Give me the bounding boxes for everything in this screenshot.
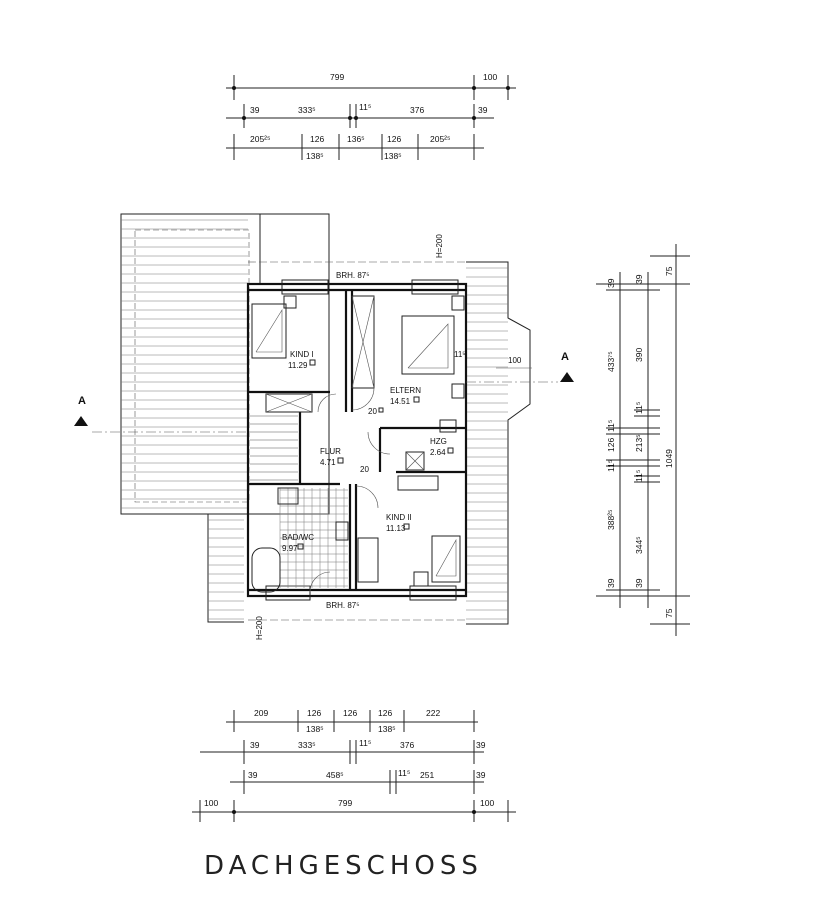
section-label-left: A — [78, 395, 86, 407]
dim-bot2-333: 333⁵ — [298, 740, 316, 750]
dim-bot-209: 209 — [254, 708, 268, 718]
dim-right-mid-39b: 39 — [606, 578, 616, 588]
h200-bottom: H=200 — [255, 616, 264, 640]
dim-top-39b: 39 — [478, 105, 488, 115]
dim-bot3-251: 251 — [420, 770, 434, 780]
dim-bot4-100a: 100 — [204, 798, 218, 808]
dim-right-in-39b: 39 — [634, 578, 644, 588]
dim-top-136: 136⁵ — [347, 134, 365, 144]
dim-bot2-39b: 39 — [476, 740, 486, 750]
dim-top-333: 333⁵ — [298, 105, 316, 115]
dim-right-75b: 75 — [664, 608, 674, 618]
dim-top-11: 11⁵ — [359, 102, 371, 112]
dim-bot-222: 222 — [426, 708, 440, 718]
dim-bot4-100b: 100 — [480, 798, 494, 808]
door-swings — [309, 387, 391, 593]
section-label-right: A — [561, 351, 569, 363]
top-dimensions: 799 100 39 333⁵ 11⁵ 376 39 205²⁵ 126 136… — [226, 72, 516, 161]
room-name-eltern: ELTERN — [390, 386, 421, 395]
dim-bot-126a: 126 — [307, 708, 321, 718]
dim-bot-126c: 126 — [378, 708, 392, 718]
plan-title: DACHGESCHOSS — [204, 851, 483, 881]
dim-right-in-39a: 39 — [634, 274, 644, 284]
dim-top-126a: 126 — [310, 134, 324, 144]
dim-top-205a: 205²⁵ — [250, 134, 271, 144]
room-name-hzg: HZG — [430, 437, 447, 446]
dim-right-in-11a: 11⁵ — [634, 402, 644, 414]
section-arrow-right-icon — [560, 372, 574, 382]
dim-bot3-39b: 39 — [476, 770, 486, 780]
h200-top: H=200 — [435, 234, 444, 258]
room-area-kind1: 11.29 — [288, 361, 308, 370]
dim-top-205b: 205²⁵ — [430, 134, 451, 144]
dim-top-100: 100 — [483, 72, 497, 82]
dim-top-138a: 138⁵ — [306, 151, 324, 161]
dim-top-376: 376 — [410, 105, 424, 115]
room-area-flur: 4.71 — [320, 458, 336, 467]
dim-right-in-344: 344⁵ — [634, 536, 644, 554]
room-area-bad: 9.97 — [282, 544, 298, 553]
roof-right — [466, 261, 531, 625]
dim-top-126b: 126 — [387, 134, 401, 144]
roof-left — [120, 213, 330, 515]
dim-right-in-213: 213⁵ — [634, 434, 644, 452]
dim-bot3-39a: 39 — [248, 770, 258, 780]
dim-bot2-376: 376 — [400, 740, 414, 750]
dim-bot-126b: 126 — [343, 708, 357, 718]
room-name-flur: FLUR — [320, 447, 341, 456]
dim-right-mid-11a: 11⁵ — [606, 420, 616, 432]
room-area-eltern: 14.51 — [390, 397, 411, 406]
window-11: 11⁵ — [454, 350, 466, 359]
dim-right-mid-433: 433⁷⁵ — [606, 351, 616, 372]
section-line-a: A A — [74, 351, 574, 433]
dim-bot-138b: 138⁵ — [378, 724, 396, 734]
dim-right-in-11b: 11⁵ — [634, 470, 644, 482]
section-arrow-left-icon — [74, 416, 88, 426]
dim-bot-138a: 138⁵ — [306, 724, 324, 734]
dim-right-1049: 1049 — [664, 449, 674, 468]
room-area-hzg: 2.64 — [430, 448, 446, 457]
room-name-kind1: KIND I — [290, 350, 314, 359]
dim-right-mid-388: 388²⁵ — [606, 509, 616, 530]
room-labels: KIND I 11.29 ELTERN 14.51 FLUR 4.71 HZG … — [255, 234, 522, 640]
brh-bottom: BRH. 87⁵ — [326, 601, 360, 610]
dim-top-39a: 39 — [250, 105, 260, 115]
right-dimensions: 75 1049 75 39 433⁷⁵ 11⁵ 126 11⁵ 388²⁵ 39… — [596, 244, 690, 636]
bottom-dimensions: 209 126 126 126 222 138⁵ 138⁵ 39 333⁵ 11… — [192, 708, 516, 822]
dim-bot3-11: 11⁵ — [398, 768, 410, 778]
dim-bot2-39a: 39 — [250, 740, 260, 750]
room-name-kind2: KIND II — [386, 513, 412, 522]
dim-top-799: 799 — [330, 72, 344, 82]
dormer-100: 100 — [508, 356, 522, 365]
brh-top: BRH. 87⁵ — [336, 271, 370, 280]
dim-right-in-390: 390 — [634, 348, 644, 362]
furniture — [250, 295, 465, 593]
door-width-20a: 20 — [368, 407, 377, 416]
room-area-kind2: 11.13 — [386, 524, 406, 533]
dim-bot2-11: 11⁵ — [359, 738, 371, 748]
roof-bottom-left — [207, 514, 244, 623]
dim-right-mid-11b: 11⁵ — [606, 460, 616, 472]
dim-right-75a: 75 — [664, 266, 674, 276]
dim-right-mid-126: 126 — [606, 438, 616, 452]
dim-top-138b: 138⁵ — [384, 151, 402, 161]
door-width-20b: 20 — [360, 465, 369, 474]
dim-bot3-458: 458⁵ — [326, 770, 344, 780]
room-name-bad: BAD/WC — [282, 533, 314, 542]
dim-bot4-799: 799 — [338, 798, 352, 808]
dim-right-mid-39a: 39 — [606, 278, 616, 288]
